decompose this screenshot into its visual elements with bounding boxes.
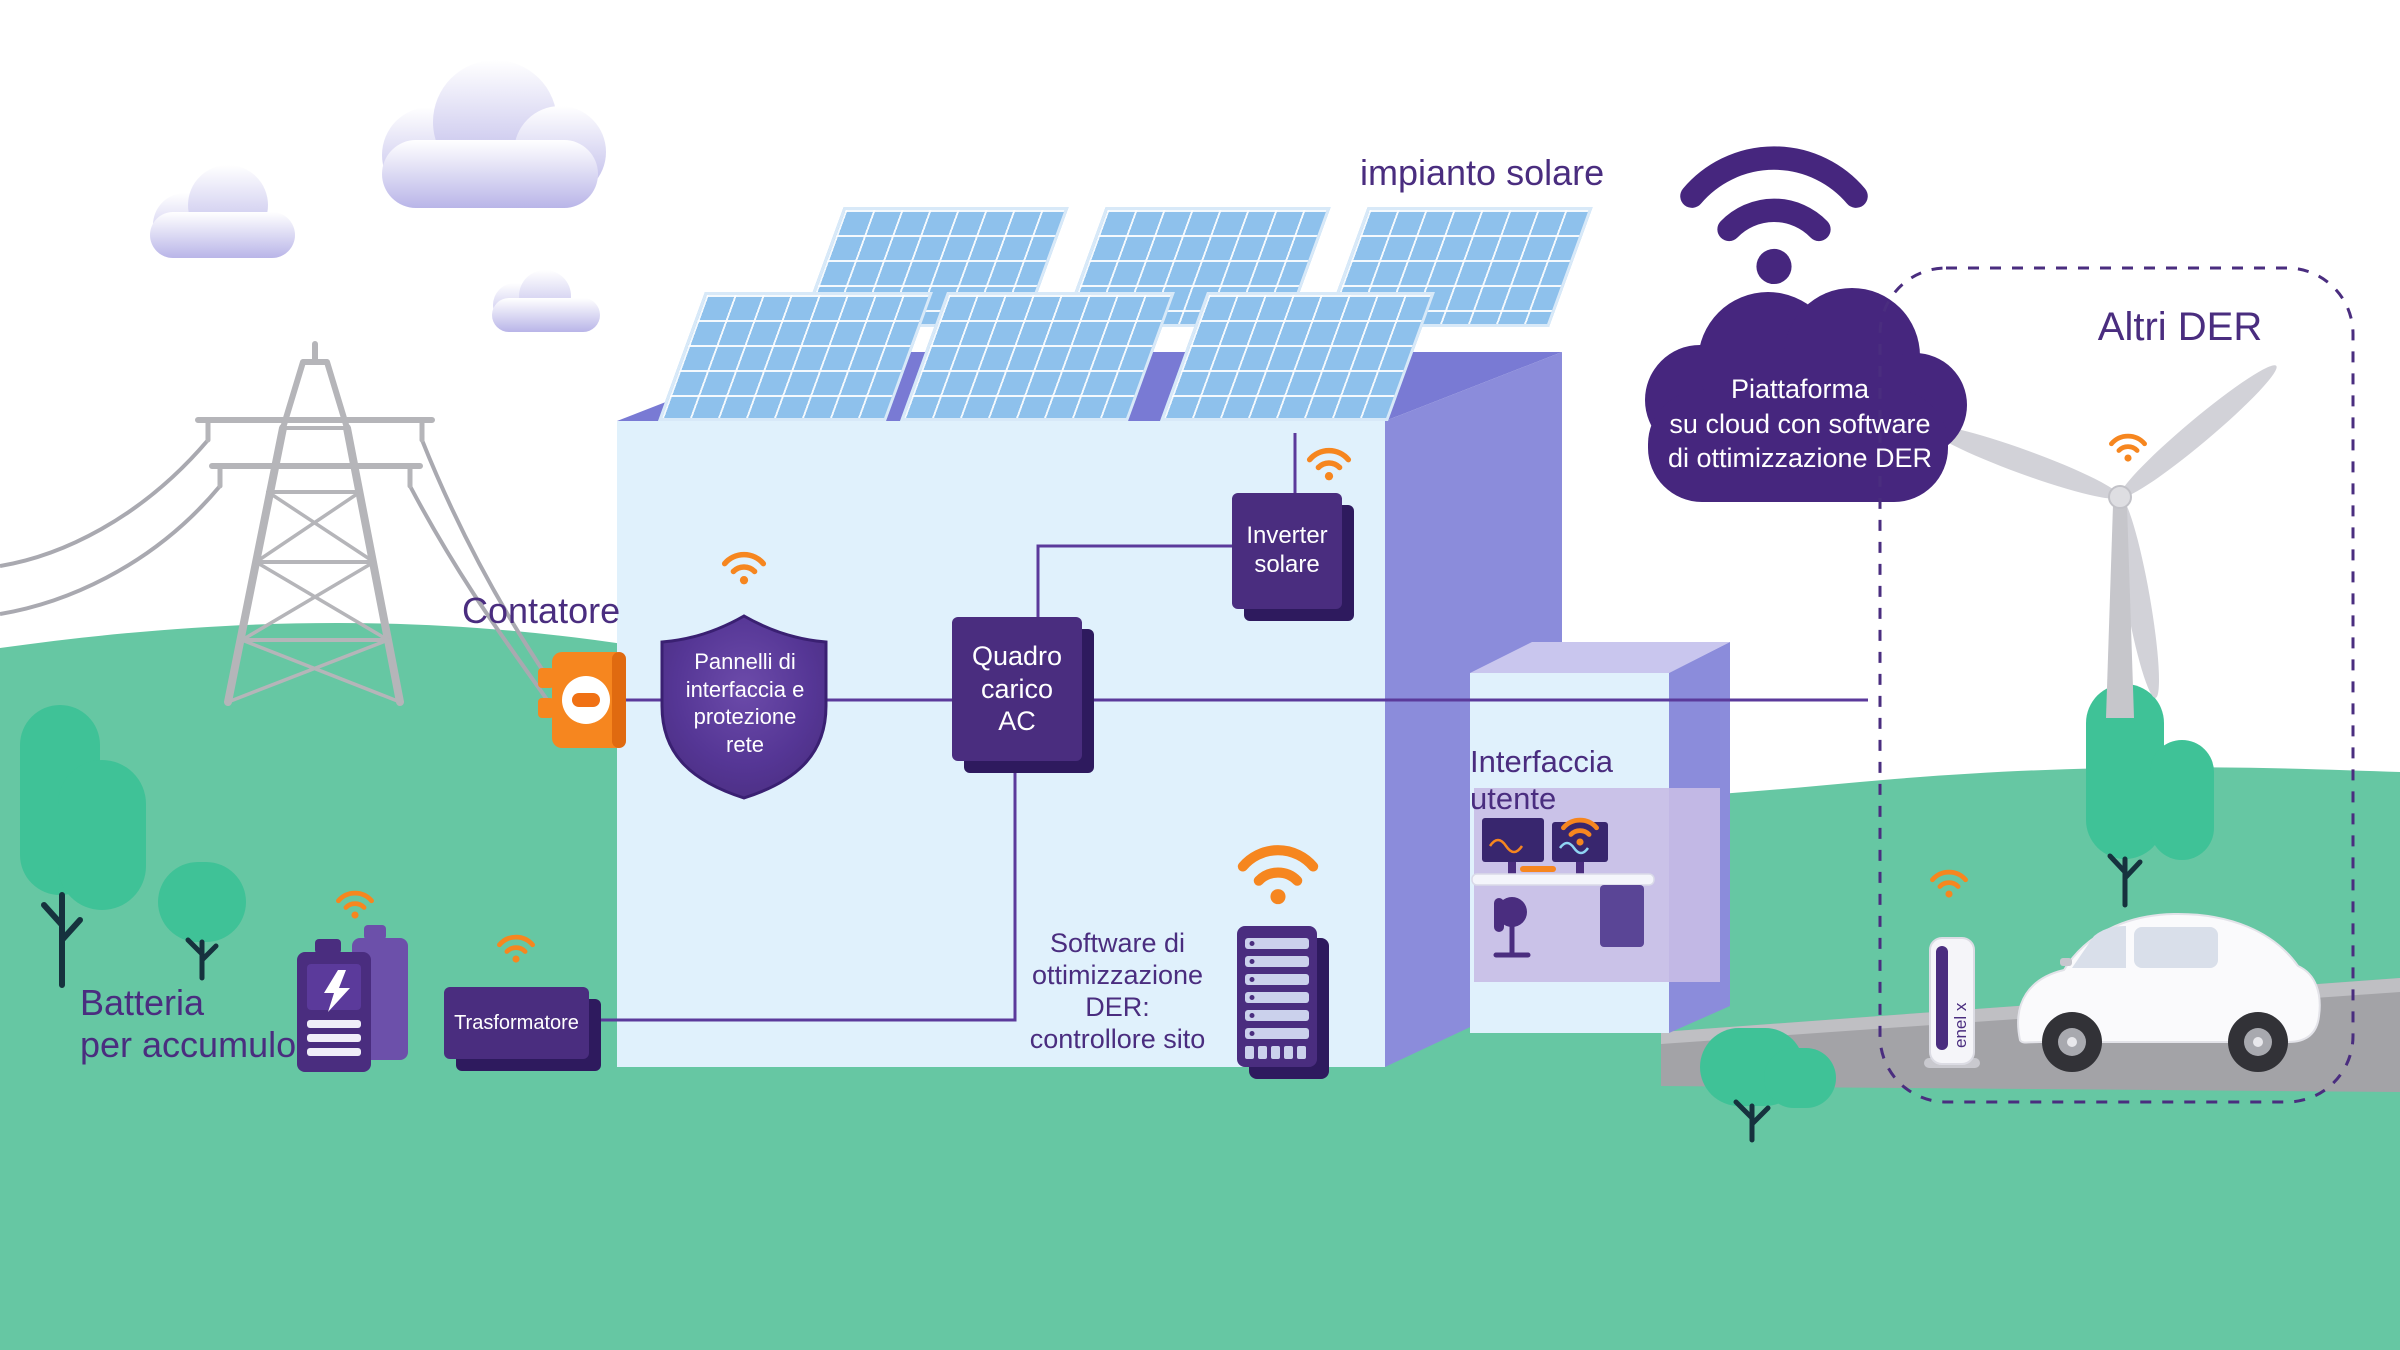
der-software-label: Software di ottimizzazione DER: controll… — [1029, 928, 1206, 1054]
cloud-small — [150, 165, 295, 258]
battery-label: Batteria per accumulo — [80, 982, 297, 1066]
solar-array — [900, 292, 1175, 421]
server-rack — [1237, 926, 1329, 1079]
cloud-large — [382, 60, 606, 208]
cloud-platform-shape — [1645, 288, 1967, 502]
battery-storage — [297, 925, 408, 1072]
trees-left — [20, 705, 246, 988]
wind-turbine — [1928, 365, 2277, 718]
ev-charger: enel x — [1924, 937, 1980, 1068]
transmission-tower — [195, 341, 435, 706]
connection-lines — [589, 433, 1868, 1022]
user-interface-label: Interfaccia utente — [1470, 744, 1614, 816]
transformer-box: Trasformatore — [444, 987, 589, 1059]
charger-brand-label: enel x — [1951, 1002, 1970, 1048]
meter-label: Contatore — [462, 590, 621, 631]
user-interface-scene — [1471, 818, 1655, 958]
cloud-tiny — [492, 270, 600, 332]
power-lines — [0, 438, 558, 706]
other-der-boundary — [1878, 266, 2355, 1104]
protection-shield-label: Pannelli di interfaccia e protezione ret… — [685, 649, 805, 757]
tree-roadside — [1700, 1028, 1836, 1143]
cloud-platform-label: Piattaforma su cloud con software di ott… — [1667, 374, 1933, 474]
cloud-wifi-icon — [1692, 158, 1856, 284]
solar-inverter-box: Inverter solare — [1232, 493, 1342, 609]
trees-der-area — [2086, 684, 2214, 908]
turbine-wifi-icon — [2111, 436, 2144, 461]
meter-device — [538, 652, 626, 748]
ac-load-panel-box: Quadro carico AC — [952, 617, 1082, 761]
solar-array — [1160, 292, 1435, 421]
clouds — [150, 60, 606, 332]
solar-array — [658, 292, 933, 421]
protection-shield — [660, 614, 828, 800]
solar-plant-label: impianto solare — [1360, 152, 1605, 193]
electric-car — [2017, 912, 2321, 1072]
other-der-label: Altri DER — [2097, 305, 2263, 349]
